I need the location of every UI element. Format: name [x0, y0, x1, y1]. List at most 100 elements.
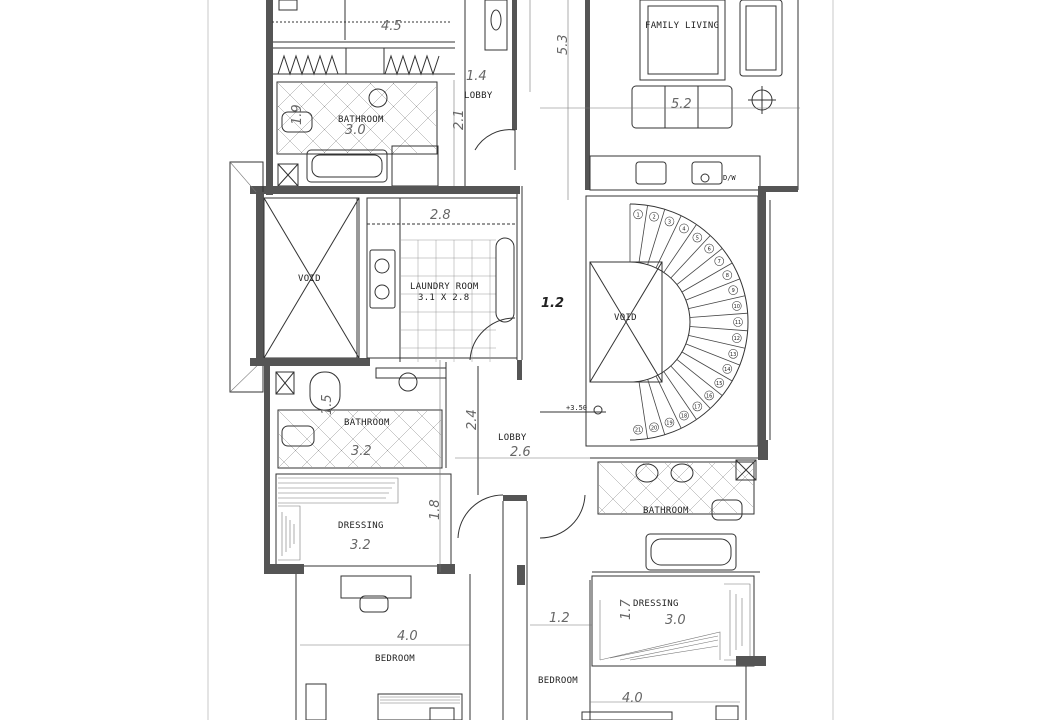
stair-step-marker	[731, 333, 742, 343]
stair-step-marker	[728, 285, 739, 295]
dressing-right	[589, 575, 766, 720]
dim-1-4: 1.4	[466, 69, 487, 84]
stair-tread	[688, 295, 746, 310]
stair-step-number: 1	[636, 212, 639, 218]
dim-2-8: 2.8	[430, 208, 451, 223]
stair-step-number: 5	[696, 236, 699, 242]
stair-step-number: 18	[681, 414, 687, 420]
stair-tread	[689, 312, 748, 318]
stair-step-number: 11	[735, 320, 741, 326]
stair-tread	[638, 381, 648, 439]
stair-tread	[685, 343, 740, 366]
label-lobby-middle: LOBBY	[498, 433, 527, 443]
stair-step-number: 13	[730, 352, 736, 358]
stair-tread	[647, 379, 666, 435]
stair-step-marker	[714, 378, 725, 388]
stair-step-number: 6	[708, 247, 711, 253]
stair-tread	[676, 359, 723, 396]
stair-step-marker	[731, 301, 742, 311]
stair-tread	[681, 262, 733, 293]
stair-step-number: 2	[652, 215, 655, 221]
stair-step-marker	[692, 401, 703, 412]
stair-step-number: 14	[724, 367, 730, 373]
label-bathroom-middle: BATHROOM	[344, 418, 390, 428]
label-bedroom-left: BEDROOM	[375, 654, 415, 664]
dim-1-7: 1.7	[619, 599, 634, 620]
laundry-room	[366, 197, 518, 362]
bathroom-right	[590, 440, 768, 573]
label-dressing-left: DRESSING	[338, 521, 384, 531]
stair-step-number: 20	[651, 425, 657, 431]
stair-step-number: 12	[734, 336, 740, 342]
stair-step-number: 19	[666, 421, 672, 427]
stair-tread	[681, 351, 733, 382]
stair-step-marker	[704, 390, 714, 401]
stair-step-number: 17	[694, 404, 700, 410]
bedroom-left	[300, 575, 470, 720]
label-bathroom-top: BATHROOM	[338, 115, 384, 125]
label-family-living: FAMILY LIVING	[645, 21, 719, 31]
dim-1-2-bottom: 1.2	[549, 611, 570, 626]
stair-step-marker	[733, 317, 743, 327]
top-lobby	[464, 0, 523, 360]
bathroom-middle	[264, 362, 447, 567]
stair-step-marker	[664, 417, 675, 428]
dim-3-0-dress: 3.0	[665, 613, 686, 628]
stair-tread	[688, 334, 746, 349]
top-bathroom	[276, 81, 439, 187]
dim-4-0-left: 4.0	[397, 629, 418, 644]
stair-tread	[676, 248, 723, 285]
bedroom-right	[530, 624, 740, 720]
stair-step-marker	[633, 209, 643, 220]
label-sink-tag: D/W	[723, 174, 736, 182]
label-void-stair: VOID	[614, 313, 637, 323]
stair-tread	[638, 205, 648, 263]
label-laundry-size: 3.1 X 2.8	[418, 293, 469, 303]
lobby-middle	[455, 360, 606, 720]
stair-step-marker	[633, 424, 643, 435]
label-bathroom-right: BATHROOM	[643, 506, 689, 516]
stair-step-marker	[679, 223, 689, 234]
stair-tread	[655, 375, 682, 429]
label-void-left: VOID	[298, 274, 321, 284]
label-lobby-top: LOBBY	[464, 91, 493, 101]
dim-5-2: 5.2	[671, 97, 692, 112]
dim-3-0-bath: 3.0	[345, 123, 366, 138]
dim-1-5: 1.5	[320, 394, 335, 415]
stair-tread	[663, 371, 697, 420]
top-left-block	[266, 0, 455, 195]
stair-step-number: 21	[635, 428, 641, 434]
dim-5-3: 5.3	[556, 34, 571, 55]
stair-step-number: 10	[734, 304, 740, 310]
stair-step-marker	[649, 211, 659, 222]
stair-step-number: 7	[718, 259, 721, 265]
label-level-mark: +3.50	[566, 404, 587, 412]
stair-tread	[685, 278, 740, 301]
stair-tread	[689, 326, 748, 332]
stair-step-marker	[649, 422, 659, 433]
dim-4-0-right: 4.0	[622, 691, 643, 706]
stair-step-marker	[714, 256, 725, 266]
stair-step-marker	[728, 349, 739, 359]
stair-tread	[655, 215, 682, 269]
dim-1-8: 1.8	[428, 499, 443, 520]
stair-step-number: 3	[668, 219, 671, 225]
dim-2-4: 2.4	[465, 409, 480, 430]
stair-step-marker	[679, 410, 689, 421]
dim-2-1: 2.1	[452, 109, 467, 130]
stair-step-marker	[722, 270, 733, 280]
label-bedroom-right: BEDROOM	[538, 676, 578, 686]
dim-3-2-dress: 3.2	[350, 538, 371, 553]
dim-1-9: 1.9	[290, 104, 305, 125]
stair-step-marker	[692, 232, 703, 243]
stair-step-marker	[664, 216, 675, 227]
dim-1-2-stair: 1.2	[541, 296, 564, 311]
stair-tread	[670, 365, 711, 409]
stair-step-number: 9	[732, 288, 735, 294]
dressing-left	[264, 473, 471, 720]
stair-step-number: 16	[706, 393, 712, 399]
label-laundry-room: LAUNDRY ROOM	[410, 282, 479, 292]
dim-3-2-bath: 3.2	[351, 444, 372, 459]
family-living-area	[540, 0, 800, 192]
